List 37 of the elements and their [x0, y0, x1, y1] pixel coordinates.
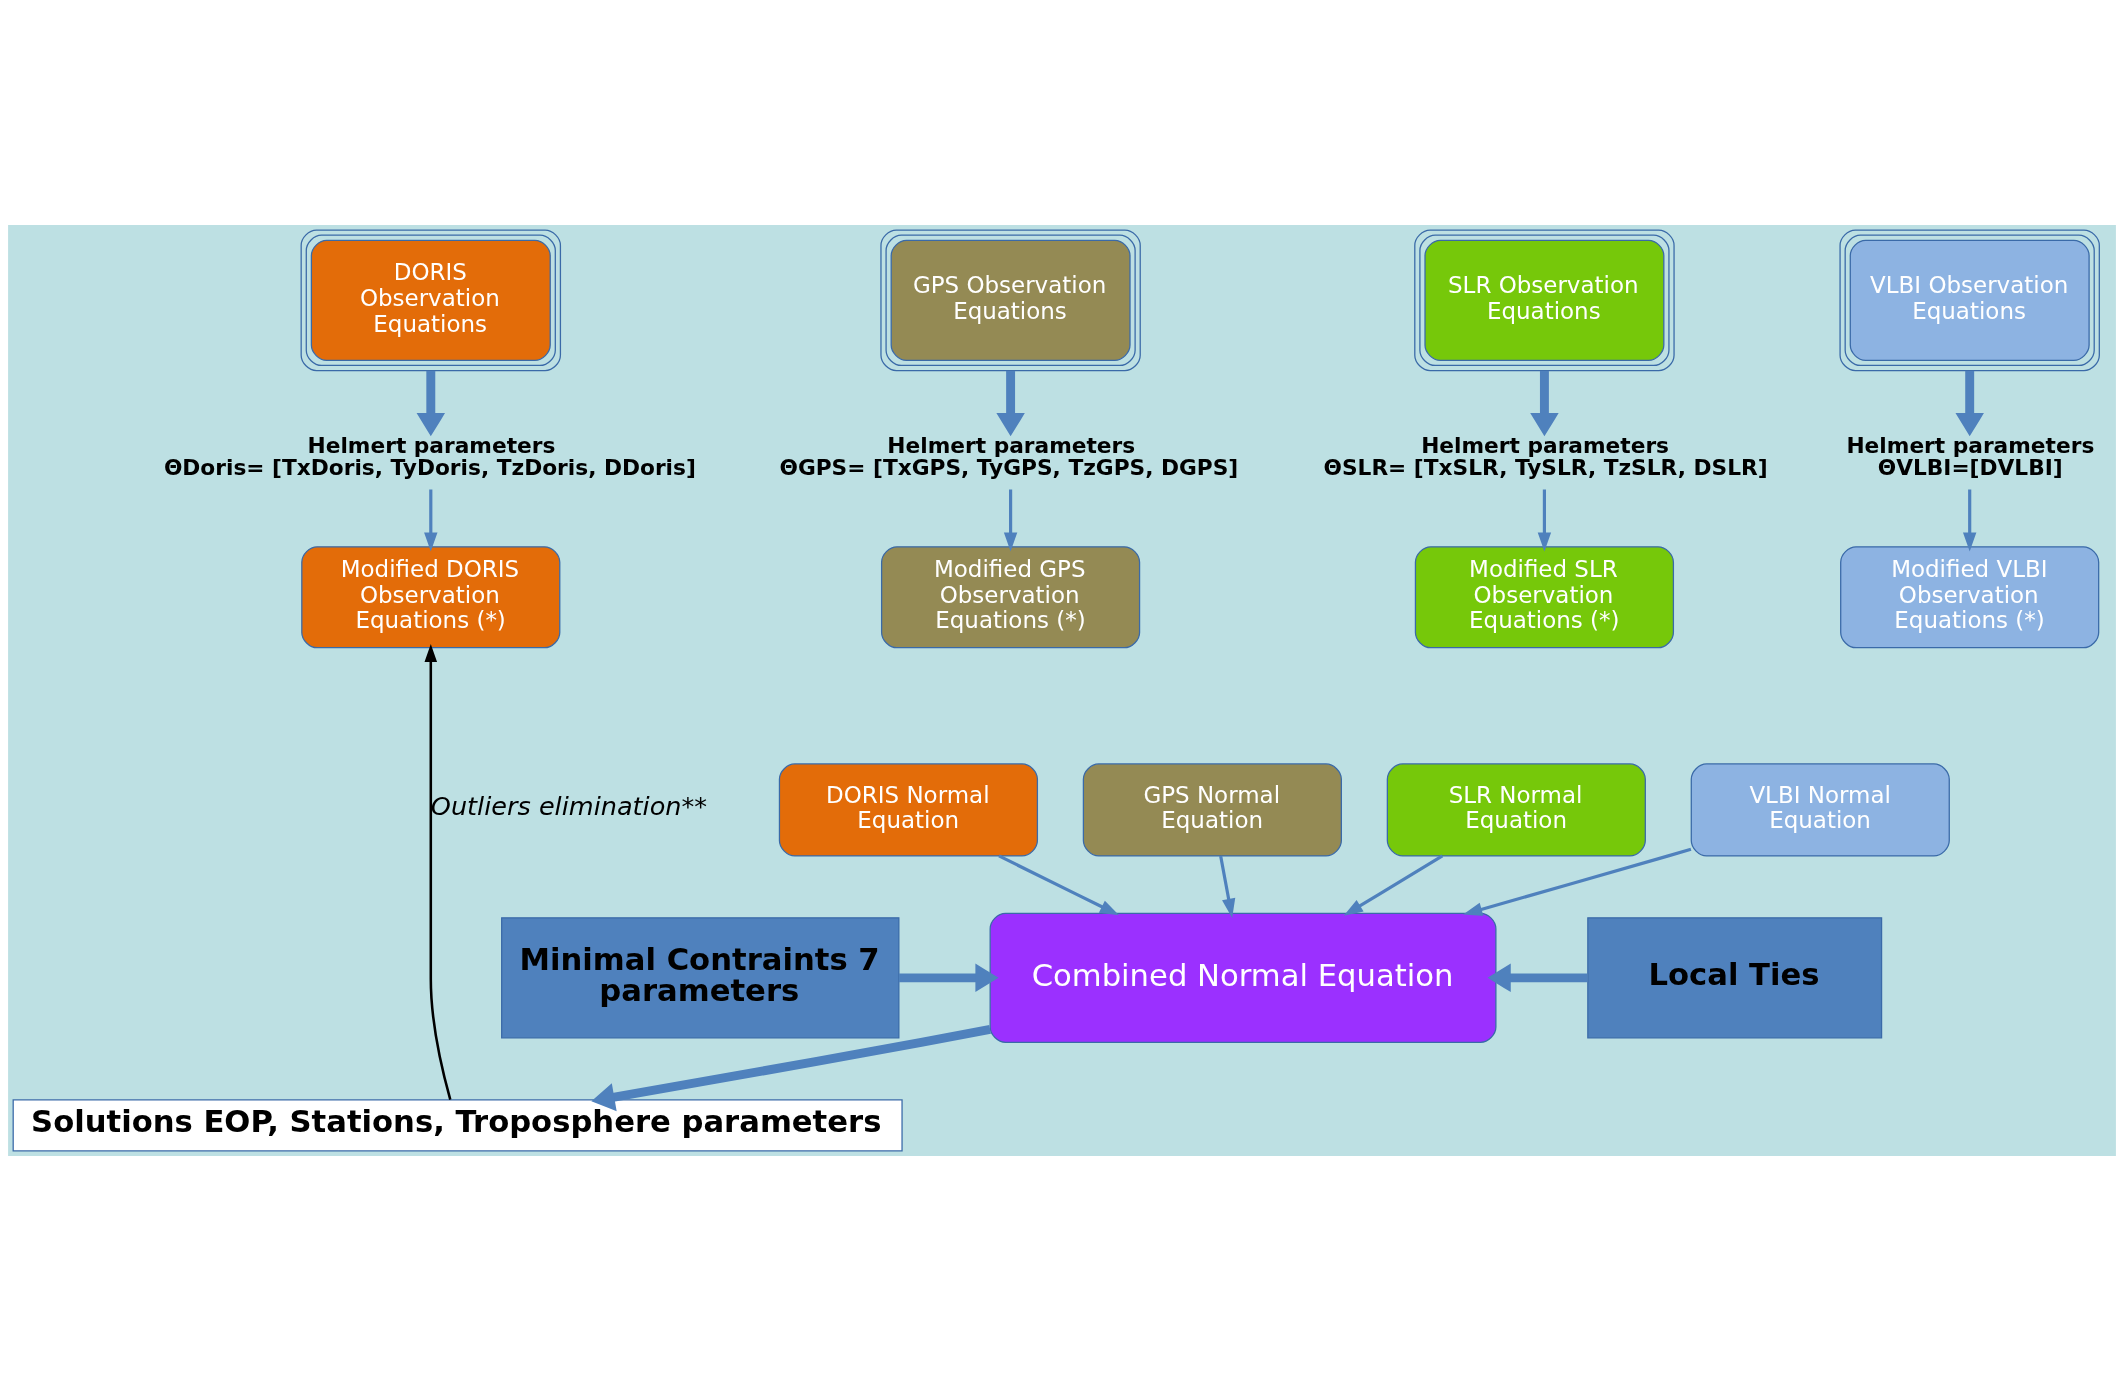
node-box: SLR Normal Equation	[1386, 763, 1646, 857]
edge-label: Outliers elimination**	[430, 791, 708, 822]
arrow	[1955, 370, 1984, 437]
node-text: Helmert parameters ΘGPS= [TxGPS, TyGPS, TzGPS, DGPS]	[779, 433, 1239, 480]
arrow	[1487, 963, 1588, 993]
node-box: Combined Normal Equation	[989, 912, 1497, 1043]
arrow	[1003, 489, 1018, 552]
arrow	[1463, 847, 1692, 916]
node-box: Modified GPS Observation Equations (*)	[880, 546, 1141, 649]
node-box: DORIS Normal Equation	[778, 763, 1039, 857]
arrow	[424, 644, 452, 1101]
node-box: Minimal Contraints 7 parameters	[501, 917, 900, 1039]
arrow	[1537, 489, 1552, 552]
node-box: Modified SLR Observation Equations (*)	[1414, 546, 1675, 649]
arrow	[998, 854, 1120, 916]
arrow	[416, 370, 446, 437]
node-box: Local Ties	[1587, 917, 1883, 1039]
arrow	[899, 963, 999, 993]
arrow	[1962, 489, 1977, 552]
arrow	[1530, 370, 1559, 437]
node-box: Solutions EOP, Stations, Troposphere parameters	[12, 1099, 903, 1152]
node-box: DORIS Observation Equations	[300, 229, 562, 372]
node-box: GPS Normal Equation	[1082, 763, 1342, 857]
node-box: VLBI Observation Equations	[1839, 229, 2100, 372]
node-text: Helmert parameters ΘDoris= [TxDoris, TyDoris, TzDoris, DDoris]	[163, 433, 696, 480]
node-text: Helmert parameters ΘVLBI=[DVLBI]	[1846, 433, 2095, 480]
arrow	[424, 489, 438, 552]
arrow	[591, 1024, 991, 1112]
node-text: Helmert parameters ΘSLR= [TxSLR, TySLR, TzSLR, DSLR]	[1323, 433, 1768, 480]
arrow	[1219, 855, 1236, 918]
arrow	[996, 370, 1025, 437]
node-box: GPS Observation Equations	[880, 229, 1141, 372]
node-box: VLBI Normal Equation	[1690, 763, 1950, 857]
node-box: Modified VLBI Observation Equations (*)	[1840, 546, 2100, 649]
arrow	[1343, 854, 1444, 916]
node-box: Modified DORIS Observation Equations (*)	[301, 546, 561, 649]
node-box: SLR Observation Equations	[1414, 229, 1675, 372]
